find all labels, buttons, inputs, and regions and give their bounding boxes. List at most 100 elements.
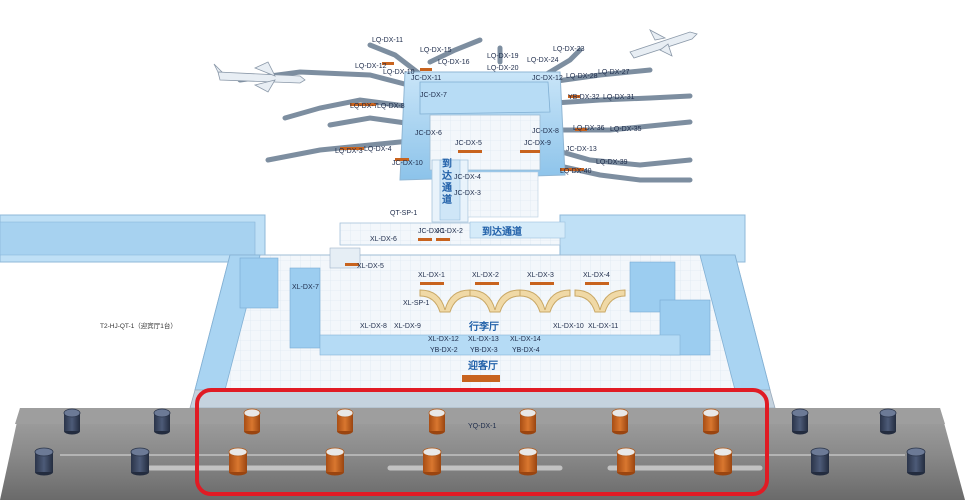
gate-label-g16: LQ-DX-8 — [377, 103, 405, 110]
pillar-active[interactable] — [336, 408, 354, 435]
gate-label-g21: LQ-DX-36 — [573, 125, 605, 132]
pillar-active[interactable] — [518, 447, 538, 476]
gate-label-g52: YB-DX-3 — [470, 347, 498, 354]
gate-label-g17: YB-DX-32 — [568, 94, 600, 101]
gate-label-g12: LQ-DX-28 — [566, 73, 598, 80]
pillar-top — [63, 408, 81, 418]
pillar-body — [131, 452, 149, 472]
gate-label-g42: XL-DX-7 — [292, 284, 319, 291]
pillar-body — [154, 413, 170, 431]
gate-label-g28: JC-DX-10 — [392, 160, 423, 167]
pillar-idle[interactable] — [130, 447, 150, 476]
pillar-body — [714, 452, 732, 472]
pillar-body — [792, 413, 808, 431]
gate-label-g50: XL-DX-14 — [510, 336, 541, 343]
pillar-active[interactable] — [228, 447, 248, 476]
pillar-active[interactable] — [243, 408, 261, 435]
pillar-body — [35, 452, 53, 472]
gate-label-g18: LQ-DX-31 — [603, 94, 635, 101]
pillar-body — [612, 413, 628, 431]
pillar-active[interactable] — [713, 447, 733, 476]
reception-hall-label: 迎客厅 — [468, 359, 498, 372]
pillar-top — [810, 447, 830, 457]
gate-markers — [340, 62, 609, 382]
pillar-group — [34, 408, 926, 476]
pillar-body — [429, 413, 445, 431]
gate-label-g5: LQ-DX-23 — [553, 46, 585, 53]
pillar-active[interactable] — [702, 408, 720, 435]
gate-label-g10: JC-DX-11 — [411, 75, 441, 82]
concourse-pier — [237, 37, 693, 223]
pillar-top — [879, 408, 897, 418]
pillar-active[interactable] — [519, 408, 537, 435]
pillar-top — [519, 408, 537, 418]
pillar-active[interactable] — [616, 447, 636, 476]
airplane-icon — [629, 29, 698, 59]
gate-label-g29: LQ-DX-39 — [596, 159, 628, 166]
gate-label-g49: XL-DX-13 — [468, 336, 499, 343]
pillar-top — [791, 408, 809, 418]
gate-label-g9: LQ-DX-10 — [383, 69, 415, 76]
gate-label-g35: JC-DX-2 — [436, 228, 463, 235]
gate-label-group: LQ-DX-15LQ-DX-16LQ-DX-19LQ-DX-20LQ-DX-23… — [292, 37, 642, 430]
gate-label-g31: JC-DX-4 — [454, 174, 481, 181]
gate-label-g27: JC-DX-13 — [566, 146, 597, 153]
pillar-idle[interactable] — [879, 408, 897, 435]
gate-label-g30: LQ-DX-40 — [560, 168, 592, 175]
pillar-idle[interactable] — [153, 408, 171, 435]
gate-label-g36: XL-DX-6 — [370, 236, 397, 243]
pillar-top — [34, 447, 54, 457]
gate-label-g3: LQ-DX-19 — [487, 53, 519, 60]
gate-label-g4: LQ-DX-20 — [487, 65, 519, 72]
pillar-idle[interactable] — [34, 447, 54, 476]
pillar-body — [520, 413, 536, 431]
pillar-top — [702, 408, 720, 418]
gate-label-g11: JC-DX-12 — [532, 75, 563, 82]
arrival-channel-vertical-char-1: 达 — [442, 169, 452, 182]
gate-label-g51: YB-DX-2 — [430, 347, 458, 354]
gate-label-g19: JC-DX-6 — [415, 130, 442, 137]
pillar-body — [617, 452, 635, 472]
gate-label-g34: JC-DX-1 — [418, 228, 445, 235]
pillar-idle[interactable] — [906, 447, 926, 476]
gate-label-g46: XL-DX-10 — [553, 323, 584, 330]
pillar-top — [906, 447, 926, 457]
pillar-body — [703, 413, 719, 431]
arrival-channel-vertical-char-2: 通 — [442, 182, 452, 194]
gate-label-g39: XL-DX-2 — [472, 272, 499, 279]
gate-label-g53: YB-DX-4 — [512, 347, 540, 354]
pillar-active[interactable] — [325, 447, 345, 476]
gate-label-g37: XL-DX-5 — [357, 263, 384, 270]
gate-label-g38: XL-DX-1 — [418, 272, 445, 279]
pillar-top — [243, 408, 261, 418]
baggage-hall-label: 行李厅 — [468, 320, 499, 333]
pillar-active[interactable] — [611, 408, 629, 435]
pillar-body — [326, 452, 344, 472]
gate-label-g33: QT-SP-1 — [390, 210, 417, 217]
pillar-body — [880, 413, 896, 431]
arrival-channel-vertical-text: 到 达 通 道 — [442, 157, 452, 206]
gate-label-g14: JC-DX-7 — [420, 92, 447, 99]
pillar-body — [811, 452, 829, 472]
pillar-active[interactable] — [422, 447, 442, 476]
pillar-active[interactable] — [428, 408, 446, 435]
pillar-idle[interactable] — [63, 408, 81, 435]
gate-label-g24: JC-DX-9 — [524, 140, 551, 147]
pillar-top — [428, 408, 446, 418]
pillar-top — [518, 447, 538, 457]
arrival-channel-horizontal-label: 到达通道 — [482, 225, 522, 238]
arrival-channel-vertical-char-0: 到 — [442, 157, 452, 170]
gate-label-g22: LQ-DX-35 — [610, 126, 642, 133]
gate-label-g2: LQ-DX-16 — [438, 59, 470, 66]
gate-label-g6: LQ-DX-24 — [527, 57, 559, 64]
pillar-top — [153, 408, 171, 418]
gate-label-g8: LQ-DX-12 — [355, 63, 387, 70]
gate-label-g15: LQ-DX-7 — [350, 103, 378, 110]
pillar-idle[interactable] — [810, 447, 830, 476]
gate-label-g45: XL-DX-9 — [394, 323, 421, 330]
pillar-body — [519, 452, 537, 472]
pillar-body — [337, 413, 353, 431]
pillar-idle[interactable] — [791, 408, 809, 435]
